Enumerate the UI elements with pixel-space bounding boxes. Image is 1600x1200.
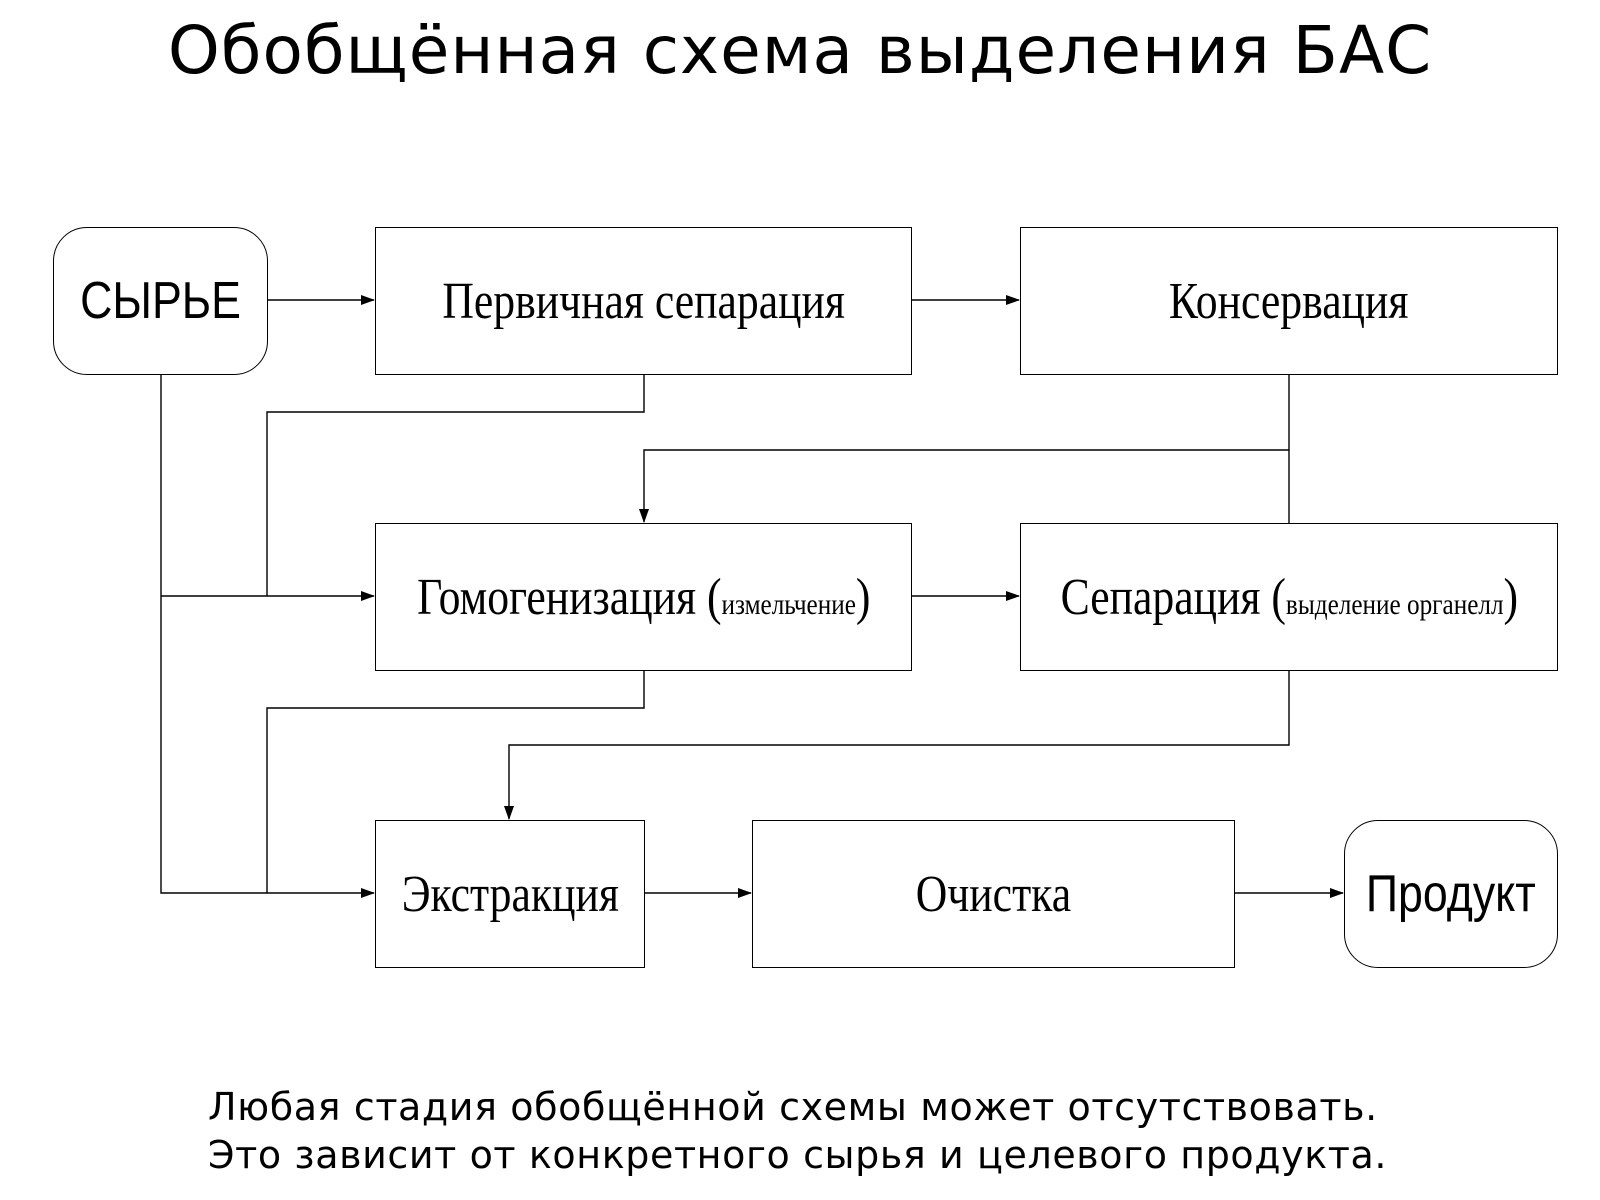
node-separation-main: Сепарация ( [1060,568,1286,626]
line-primary-bypass [266,375,645,596]
node-conservation-label: Консервация [1169,272,1409,330]
node-homogenization-note: измельчение [721,587,856,621]
node-raw-material-label: СЫРЬЕ [80,272,241,330]
node-product-label: Продукт [1366,865,1536,923]
node-conservation: Консервация [1020,227,1558,375]
footnote: Любая стадия обобщённой схемы может отсу… [208,1083,1387,1179]
line-raw-trunk [160,375,375,898]
node-separation-note: выделение органелл [1285,587,1504,621]
node-homogenization-label: Гомогенизация (измельчение) [417,568,870,627]
node-separation: Сепарация (выделение органелл) [1020,523,1558,671]
arrow-separation-to-extraction [504,671,1290,820]
arrow-conservation-to-homogenization [639,449,1289,523]
node-separation-label: Сепарация (выделение органелл) [1060,568,1518,627]
node-primary-separation: Первичная сепарация [375,227,912,375]
line-homogenization-bypass [266,671,645,893]
node-homogenization-close: ) [855,568,871,626]
footnote-line-1: Любая стадия обобщённой схемы может отсу… [208,1085,1378,1129]
node-purification: Очистка [752,820,1235,968]
node-product: Продукт [1344,820,1558,968]
node-extraction: Экстракция [375,820,645,968]
page-title: Обобщённая схема выделения БАС [167,12,1433,89]
node-separation-close: ) [1503,568,1518,626]
node-raw-material: СЫРЬЕ [53,227,268,375]
node-homogenization: Гомогенизация (измельчение) [375,523,912,671]
node-primary-separation-label: Первичная сепарация [442,272,845,330]
node-purification-label: Очистка [915,865,1072,923]
node-homogenization-main: Гомогенизация ( [416,568,722,626]
footnote-line-2: Это зависит от конкретного сырья и целев… [208,1133,1388,1177]
node-extraction-label: Экстракция [401,865,619,923]
